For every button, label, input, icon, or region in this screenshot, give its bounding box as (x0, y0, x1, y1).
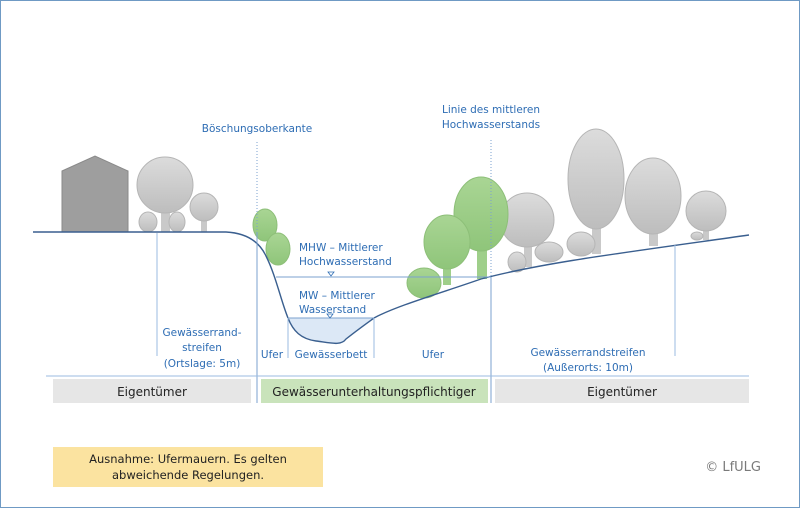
house-icon (61, 155, 129, 233)
label-mw-line2: Wasserstand (299, 304, 366, 316)
label-randstreifen-left-2: streifen (182, 342, 222, 354)
label-randstreifen-left-1: Gewässerrand- (162, 327, 241, 339)
label-randstreifen-right-2: (Außerorts: 10m) (543, 362, 633, 374)
label-linie-line2: Hochwasserstands (442, 119, 540, 131)
label-mhw-line2: Hochwasserstand (299, 256, 392, 268)
exception-note-line1: Ausnahme: Ufermauern. Es gelten (89, 452, 287, 466)
ground-line (33, 231, 750, 345)
bar-maintenance (261, 379, 488, 403)
green-tree-group-left (252, 208, 291, 266)
label-mhw-line1: MHW – Mittlerer (299, 242, 383, 254)
label-randstreifen-left-3: (Ortslage: 5m) (164, 358, 241, 370)
bar-owner-left (53, 379, 251, 403)
label-linie-line1: Linie des mittleren (442, 104, 540, 116)
label-ufer-left: Ufer (261, 349, 284, 361)
bar-maintenance-label: Gewässerunterhaltungspflichtiger (272, 385, 476, 399)
green-tree-group-right (406, 176, 509, 299)
exception-note-line2: abweichende Regelungen. (112, 468, 264, 482)
label-mw-line1: MW – Mittlerer (299, 290, 376, 302)
water-body (288, 318, 374, 344)
label-randstreifen-right-1: Gewässerrandstreifen (530, 347, 645, 359)
bar-owner-right (495, 379, 749, 403)
tree-group-right (499, 128, 727, 273)
exception-note-box (53, 447, 323, 487)
bar-owner-left-label: Eigentümer (117, 385, 187, 399)
bar-owner-right-label: Eigentümer (587, 385, 657, 399)
mhw-marker-icon (327, 271, 335, 277)
tree-group-left (136, 156, 219, 233)
label-gewaesserbett: Gewässerbett (295, 349, 368, 361)
label-ufer-right: Ufer (422, 349, 445, 361)
mw-marker-icon (326, 313, 334, 319)
copyright-label: © LfULG (705, 460, 761, 475)
label-boeschungsoberkante: Böschungsoberkante (202, 123, 312, 135)
